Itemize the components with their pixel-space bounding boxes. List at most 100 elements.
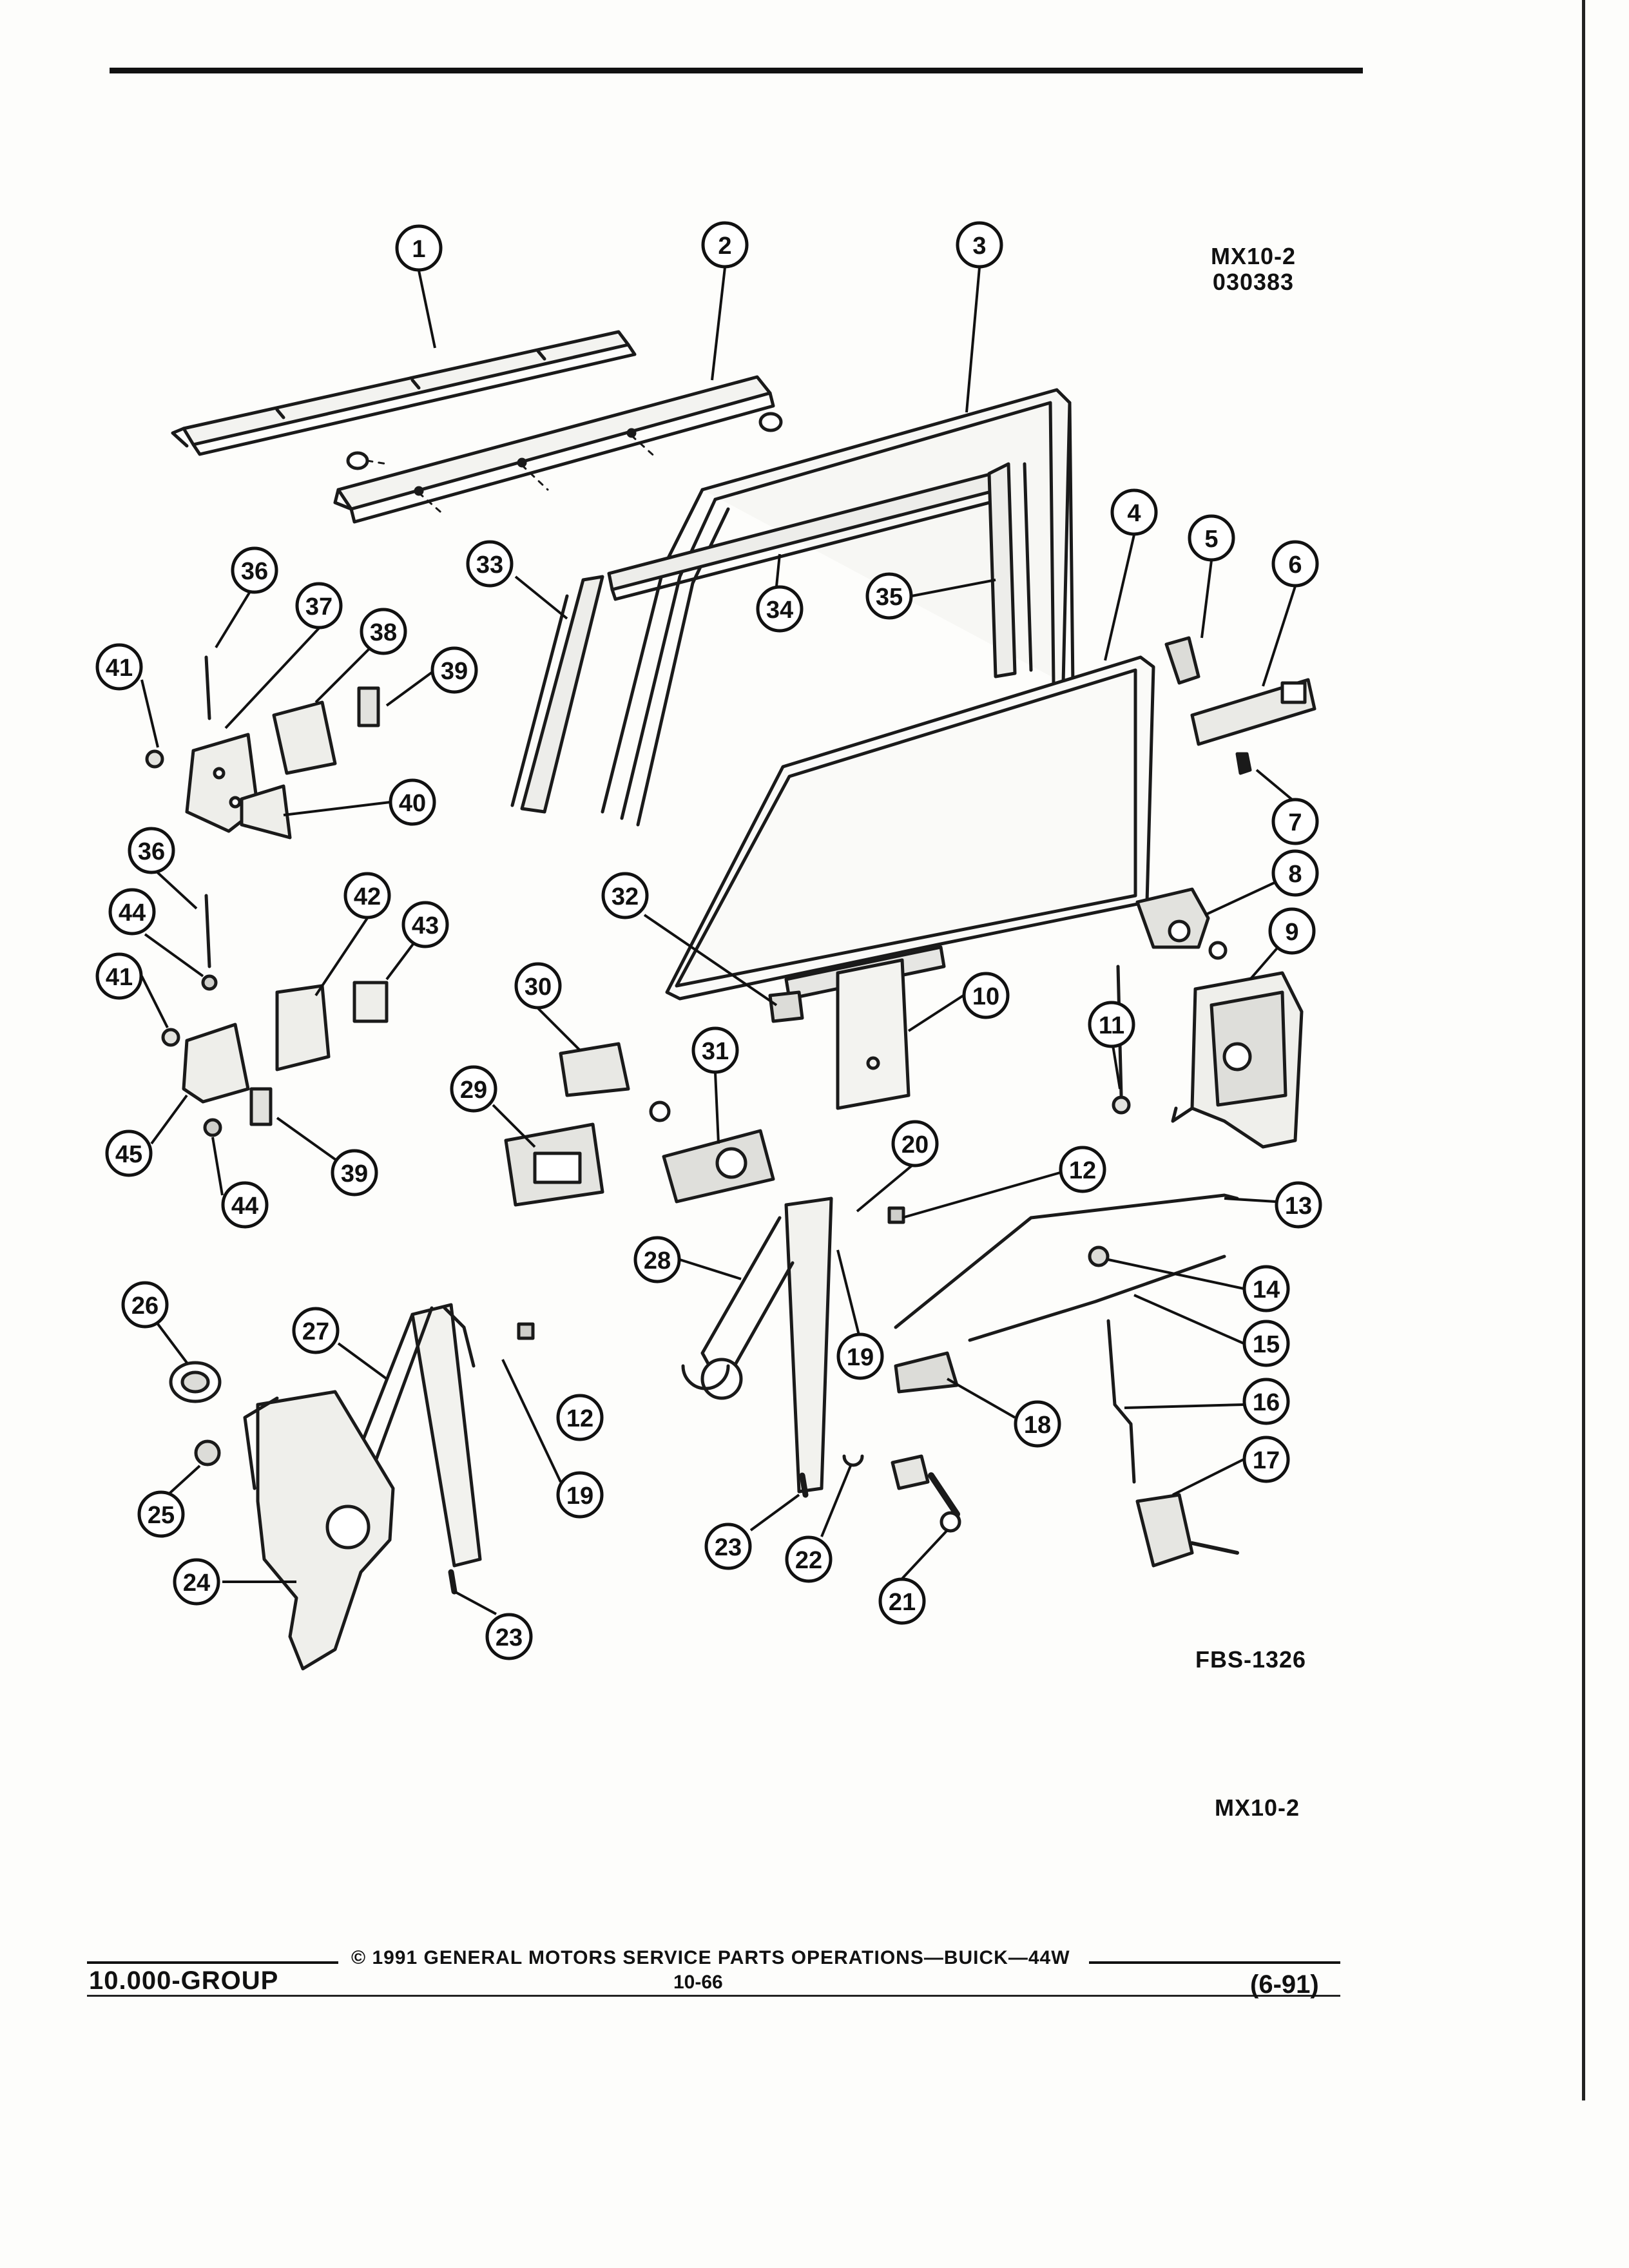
part-23-bolt-upper xyxy=(799,1472,809,1498)
callout-9: 9 xyxy=(1268,907,1316,955)
leader-19b xyxy=(501,1359,562,1483)
callout-27: 27 xyxy=(292,1307,340,1354)
callout-number: 4 xyxy=(1127,500,1141,527)
leader-33 xyxy=(514,575,568,620)
leader-39b xyxy=(276,1117,346,1168)
callout-circle xyxy=(704,1523,752,1570)
callout-43: 43 xyxy=(401,901,449,948)
callout-number: 8 xyxy=(1288,861,1302,888)
callout-13: 13 xyxy=(1275,1181,1322,1229)
callout-38: 38 xyxy=(360,608,407,655)
header-rule xyxy=(110,68,1363,73)
callout-circle xyxy=(389,778,436,826)
part-31-inside-handle xyxy=(662,1129,775,1204)
part-screw xyxy=(649,1100,671,1122)
leader-40 xyxy=(283,801,390,816)
callout-circle xyxy=(343,872,391,919)
callout-number: 19 xyxy=(566,1483,593,1510)
leader-36b xyxy=(153,869,198,910)
callout-15: 15 xyxy=(1242,1320,1290,1367)
callout-45: 45 xyxy=(105,1129,153,1177)
callout-12: 12 xyxy=(556,1394,604,1441)
callout-circle xyxy=(173,1558,220,1606)
leader-2 xyxy=(711,267,726,381)
diagram-code: MX10-2 xyxy=(1210,243,1296,269)
callout-circle xyxy=(231,546,278,594)
part-22-clip xyxy=(842,1454,864,1467)
callout-30: 30 xyxy=(514,962,562,1010)
callout-number: 24 xyxy=(183,1570,210,1597)
callout-circle xyxy=(556,1471,604,1519)
callout-8: 8 xyxy=(1271,849,1319,897)
callout-circle xyxy=(95,952,143,1000)
part-12-nut xyxy=(517,1206,905,1340)
callout-number: 18 xyxy=(1024,1412,1051,1439)
part-39-strap xyxy=(357,686,380,727)
part-21-window-crank xyxy=(891,1454,961,1533)
callout-number: 42 xyxy=(354,883,381,910)
callout-number: 23 xyxy=(715,1534,742,1561)
callout-19: 19 xyxy=(836,1332,884,1380)
callout-number: 17 xyxy=(1253,1447,1280,1474)
callout-28: 28 xyxy=(633,1236,681,1283)
callout-24: 24 xyxy=(173,1558,220,1606)
callout-circle xyxy=(430,646,478,694)
part-3-window-frame xyxy=(601,388,1075,827)
leader-44a xyxy=(144,933,204,977)
diagram-code-block: MX10-2 030383 xyxy=(1189,244,1318,295)
callout-circle xyxy=(701,221,749,269)
callout-circle xyxy=(836,1332,884,1380)
callout-3: 3 xyxy=(956,221,1003,269)
callout-19: 19 xyxy=(556,1471,604,1519)
part-32-clip xyxy=(768,990,804,1023)
callout-circle xyxy=(295,582,343,629)
footer-group: 10.000-GROUP xyxy=(89,1966,279,1995)
callout-number: 5 xyxy=(1204,526,1218,553)
callout-number: 44 xyxy=(119,899,146,927)
part-36-lower-hinge-pin xyxy=(204,894,211,968)
callout-number: 21 xyxy=(889,1589,916,1616)
callout-circle xyxy=(1242,1378,1290,1425)
part-41-lower-bolt xyxy=(161,1028,180,1047)
part-25-grommet xyxy=(194,1439,221,1466)
part-44-nut-lower xyxy=(203,1118,222,1137)
callout-number: 29 xyxy=(460,1077,487,1104)
callout-number: 27 xyxy=(302,1318,329,1345)
callout-20: 20 xyxy=(891,1120,939,1168)
leader-4 xyxy=(1104,534,1135,661)
leader-18 xyxy=(947,1378,1016,1419)
callout-41: 41 xyxy=(95,952,143,1000)
leader-23b xyxy=(454,1590,497,1615)
leader-16 xyxy=(1124,1403,1244,1409)
leader-28 xyxy=(679,1258,742,1280)
callout-number: 23 xyxy=(496,1624,523,1651)
leader-12a xyxy=(901,1171,1061,1219)
part-40-plate xyxy=(240,784,292,840)
callout-circle xyxy=(108,888,156,936)
callout-circle xyxy=(137,1490,185,1538)
callout-number: 41 xyxy=(106,964,133,991)
callout-number: 19 xyxy=(847,1344,874,1371)
part-28-power-regulator xyxy=(681,1196,833,1494)
callout-33: 33 xyxy=(466,540,514,588)
part-39-lower-strap xyxy=(249,1087,273,1126)
leader-44b xyxy=(211,1137,224,1196)
leader-21 xyxy=(901,1529,949,1580)
part-36-hinge-pin xyxy=(204,655,211,720)
callout-23: 23 xyxy=(704,1523,752,1570)
part-17-lock-actuator xyxy=(1135,1493,1239,1568)
part-15-lock-rod xyxy=(968,1254,1226,1342)
callout-4: 4 xyxy=(1110,488,1158,536)
callout-number: 45 xyxy=(115,1141,142,1168)
callout-number: 25 xyxy=(148,1502,175,1529)
part-38-hinge-half xyxy=(272,700,337,775)
leader-7 xyxy=(1255,769,1296,803)
part-24-motor-housing xyxy=(243,1390,395,1671)
part-26-seal-ring xyxy=(169,1361,222,1403)
callout-21: 21 xyxy=(878,1577,926,1625)
leader-13 xyxy=(1224,1197,1277,1203)
callout-17: 17 xyxy=(1242,1436,1290,1483)
callout-10: 10 xyxy=(962,972,1010,1019)
part-30-handle-bracket xyxy=(559,1042,630,1097)
